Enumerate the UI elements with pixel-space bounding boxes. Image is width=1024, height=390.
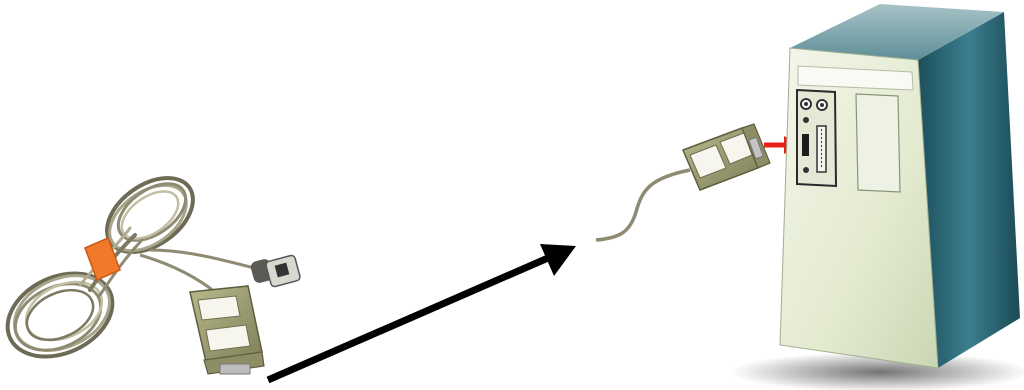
round-plug-icon xyxy=(250,254,301,288)
db9-connector-icon xyxy=(189,285,265,375)
computer-tower-icon xyxy=(730,4,1024,390)
black-arrow-icon xyxy=(266,244,576,384)
serial-port-icon xyxy=(802,134,809,156)
coiled-cable-with-db9-connector-icon xyxy=(5,176,301,375)
db9-connector-icon xyxy=(682,123,771,191)
parallel-port-icon xyxy=(816,125,827,173)
cable-with-connector-icon xyxy=(595,123,771,242)
